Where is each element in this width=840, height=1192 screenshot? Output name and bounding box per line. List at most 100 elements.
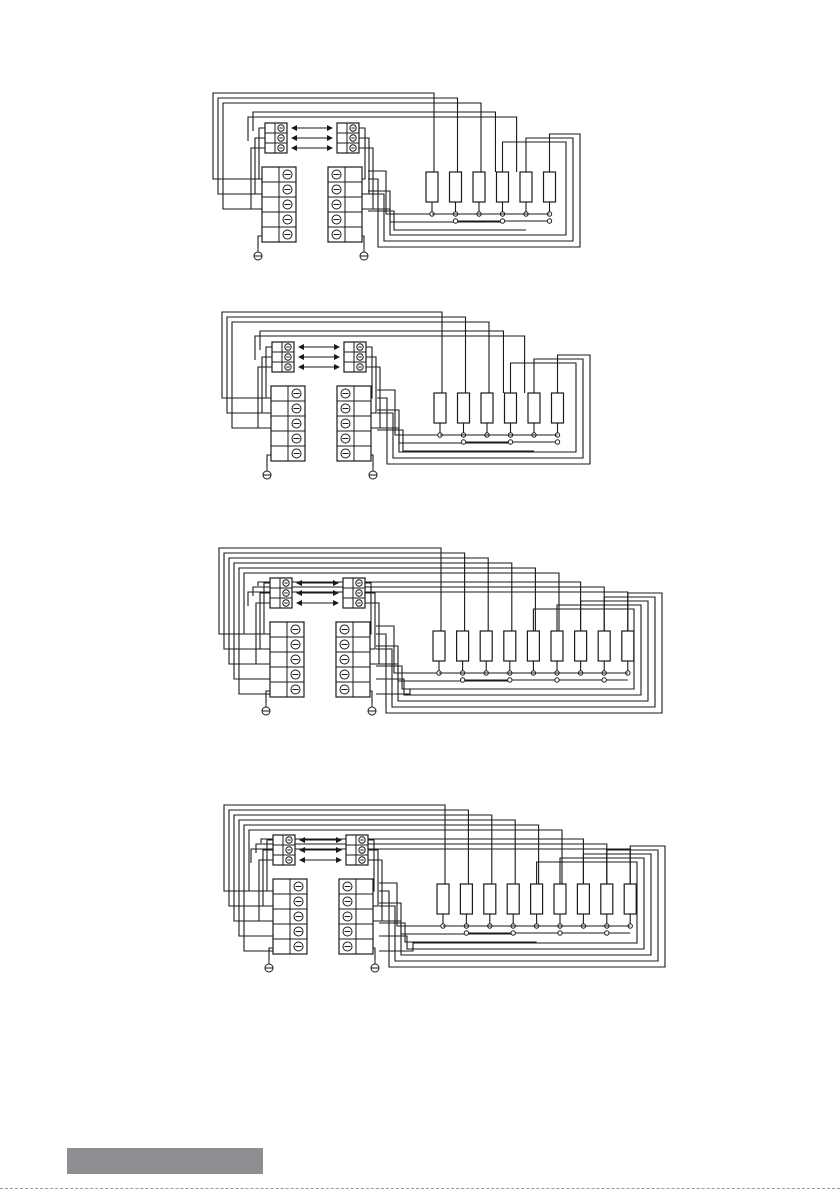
ground-icon <box>263 465 271 479</box>
wire-right-loop <box>368 138 573 241</box>
terminal-screw-icon <box>356 590 362 596</box>
terminal-screw-icon <box>294 882 303 891</box>
small-terminal-right <box>343 578 365 608</box>
terminal-screw-icon <box>332 200 341 209</box>
junction-dot <box>500 219 504 223</box>
terminal-screw-icon <box>340 670 349 679</box>
junction-dot <box>508 678 512 682</box>
page-edge-line <box>0 1188 840 1189</box>
junction-dot <box>555 440 559 444</box>
wiring-diagram-2 <box>222 312 590 479</box>
terminal-block-right <box>328 167 368 260</box>
terminal-screw-icon <box>294 897 303 906</box>
terminal-block-right <box>339 879 379 972</box>
terminal-screw-icon <box>283 170 292 179</box>
junction-dot <box>461 440 465 444</box>
resistor <box>434 393 446 423</box>
resistor <box>473 172 485 202</box>
wire-top-run <box>251 849 630 884</box>
small-terminal-right <box>346 835 368 865</box>
terminal-block-left <box>262 622 304 715</box>
ground-icon <box>262 701 270 715</box>
resistor <box>622 631 634 661</box>
terminal-screw-icon <box>332 185 341 194</box>
terminal-screw-icon <box>291 670 300 679</box>
double-arrow-icon <box>291 135 333 141</box>
resistor <box>458 393 470 423</box>
resistor <box>484 884 496 914</box>
terminal-screw-icon <box>359 857 365 863</box>
small-terminal-left <box>270 578 292 608</box>
wire-top-run <box>255 336 525 393</box>
terminal-screw-icon <box>340 640 349 649</box>
terminal-screw-icon <box>285 344 291 350</box>
double-arrow-icon <box>296 580 339 586</box>
wire-top-run <box>248 117 517 172</box>
ground-lead <box>266 691 270 703</box>
resistor <box>481 393 493 423</box>
resistor <box>426 172 438 202</box>
small-terminal-left <box>265 123 287 153</box>
terminal-screw-icon <box>356 600 362 606</box>
wire-left-loop <box>213 93 434 179</box>
double-arrow-icon <box>299 847 342 853</box>
terminal-screw-icon <box>286 857 292 863</box>
terminal-screw-icon <box>291 625 300 634</box>
junction-dot <box>453 219 457 223</box>
ground-icon <box>369 465 377 479</box>
small-terminal-left <box>272 342 294 372</box>
wire-bus-link <box>368 171 479 214</box>
double-arrow-icon <box>298 344 340 350</box>
terminal-screw-icon <box>278 125 284 131</box>
wire-bus-link <box>379 883 490 926</box>
double-arrow-icon <box>296 600 339 606</box>
resistor <box>433 631 445 661</box>
terminal-screw-icon <box>285 364 291 370</box>
junction-dot <box>508 440 512 444</box>
resistor <box>554 884 566 914</box>
terminal-screw-icon <box>278 135 284 141</box>
wire-feed-left <box>264 583 270 634</box>
junction-dot <box>605 931 609 935</box>
ground-icon <box>265 958 273 972</box>
resistor <box>601 884 613 914</box>
terminal-screw-icon <box>350 145 356 151</box>
terminal-block-right <box>337 386 377 479</box>
resistor <box>497 172 509 202</box>
terminal-screw-icon <box>286 837 292 843</box>
wire-top-run <box>260 331 503 393</box>
terminal-screw-icon <box>357 354 363 360</box>
terminal-screw-icon <box>357 364 363 370</box>
terminal-screw-icon <box>340 655 349 664</box>
terminal-screw-icon <box>283 230 292 239</box>
resistor <box>624 884 636 914</box>
wire-top-run <box>253 112 495 172</box>
terminal-screw-icon <box>291 655 300 664</box>
double-arrow-icon <box>291 145 333 151</box>
wire-feed-left <box>263 850 273 906</box>
terminal-screw-icon <box>283 185 292 194</box>
resistor <box>544 172 556 202</box>
terminal-screw-icon <box>357 344 363 350</box>
terminal-block-left <box>263 386 305 479</box>
wire-top-run <box>261 839 583 884</box>
wiring-diagram-1 <box>213 93 580 260</box>
terminal-screw-icon <box>292 434 301 443</box>
resistor <box>505 393 517 423</box>
terminal-screw-icon <box>292 404 301 413</box>
wire-right-loop <box>377 363 576 452</box>
terminal-screw-icon <box>356 580 362 586</box>
ground-icon <box>371 958 379 972</box>
resistor <box>507 884 519 914</box>
terminal-screw-icon <box>350 135 356 141</box>
small-terminal-left <box>273 835 295 865</box>
resistor <box>480 631 492 661</box>
terminal-screw-icon <box>283 580 289 586</box>
ground-icon <box>360 246 368 260</box>
terminal-screw-icon <box>292 419 301 428</box>
terminal-screw-icon <box>332 170 341 179</box>
terminal-screw-icon <box>286 847 292 853</box>
ground-icon <box>254 246 262 260</box>
wiring-diagram-3 <box>219 548 662 715</box>
wire-feed-left <box>267 840 273 891</box>
